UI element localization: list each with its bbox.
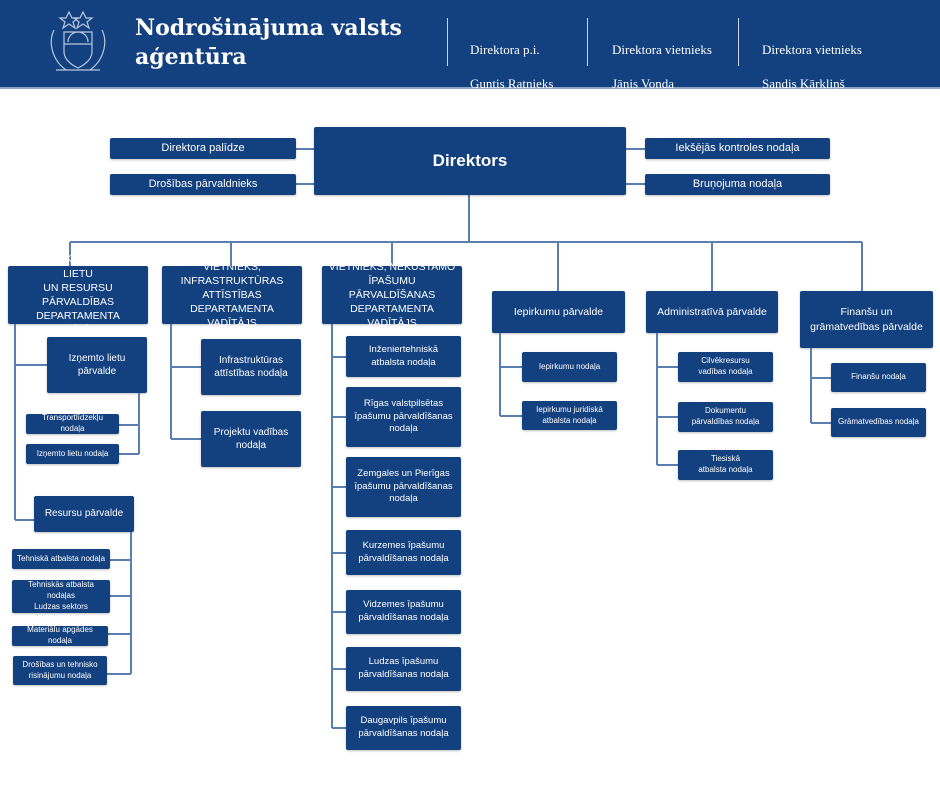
unit-box: Tiesiskā atbalsta nodaļa — [678, 450, 773, 480]
header-divider — [738, 18, 739, 66]
header-divider — [587, 18, 588, 66]
connector-line — [331, 324, 333, 728]
connector-line — [138, 393, 140, 454]
connector-line — [861, 242, 863, 291]
agency-title: Nodrošinājuma valsts aģentūra — [135, 15, 402, 70]
unit-box: Daugavpils īpašumu pārvaldīšanas nodaļa — [346, 706, 461, 750]
connector-line — [119, 424, 139, 426]
connector-line — [110, 595, 131, 597]
unit-box: Ludzas īpašumu pārvaldīšanas nodaļa — [346, 647, 461, 691]
connector-line — [391, 242, 393, 266]
connector-line — [69, 242, 71, 266]
connector-line — [171, 438, 201, 440]
connector-line — [70, 241, 862, 243]
unit-box: Finanšu nodaļa — [831, 363, 926, 392]
division-box: Resursu pārvalde — [34, 496, 134, 532]
connector-line — [626, 183, 645, 185]
department-box: VIETNIEKS, IZŅEMTO LIETU UN RESURSU PĀRV… — [8, 253, 148, 336]
header-person-2: Direktora vietnieks Jānis Vonda — [612, 24, 712, 109]
staff-box: Bruņojuma nodaļa — [645, 174, 830, 195]
connector-line — [468, 195, 470, 242]
connector-line — [626, 148, 645, 150]
staff-box: Drošības pārvaldnieks — [110, 174, 296, 195]
unit-box: Izņemto lietu nodaļa — [26, 444, 119, 464]
unit-box: Rīgas valstpilsētas īpašumu pārvaldīšana… — [346, 387, 461, 447]
staff-box: Direktora palīdze — [110, 138, 296, 159]
connector-line — [657, 464, 678, 466]
connector-line — [15, 364, 47, 366]
connector-line — [332, 551, 346, 554]
connector-line — [811, 376, 831, 379]
connector-line — [332, 355, 346, 358]
unit-box: Tehniskā atbalsta nodaļa — [12, 549, 110, 569]
header-divider — [447, 18, 448, 66]
staff-box: Iekšējās kontroles nodaļa — [645, 138, 830, 159]
connector-line — [332, 727, 346, 729]
unit-box: Transportlīdzekļu nodaļa — [26, 413, 119, 434]
person-role: Direktora p.i. — [470, 42, 540, 57]
unit-box: Materiālu apgādes nodaļa — [12, 625, 108, 646]
connector-line — [130, 532, 132, 674]
unit-box: Projektu vadības nodaļa — [201, 411, 301, 467]
connector-line — [15, 519, 34, 521]
connector-line — [108, 633, 131, 635]
connector-line — [230, 242, 232, 266]
connector-line — [811, 421, 831, 424]
connector-line — [332, 416, 346, 418]
unit-box: Dokumentu pārvaldības nodaļa — [678, 402, 773, 432]
connector-line — [171, 366, 201, 368]
connector-line — [110, 559, 131, 561]
connector-line — [332, 611, 346, 613]
unit-box: Zemgales un Pierīgas īpašumu pārvaldīšan… — [346, 457, 461, 517]
connector-line — [499, 333, 501, 416]
unit-box: Grāmatvedības nodaļa — [831, 408, 926, 437]
connector-line — [657, 416, 678, 418]
header-banner: Nodrošinājuma valsts aģentūra Direktora … — [0, 0, 940, 91]
connector-line — [711, 242, 713, 291]
connector-line — [107, 673, 131, 675]
connector-line — [170, 324, 172, 439]
department-box: VIETNIEKS, NEKUSTAMO ĪPAŠUMU PĀRVALDĪŠAN… — [322, 261, 462, 329]
connector-line — [657, 366, 678, 368]
unit-box: Inženiertehniskā atbalsta nodaļa — [346, 336, 461, 377]
coat-of-arms-icon — [50, 10, 106, 71]
connector-line — [296, 183, 314, 185]
director-box: Direktors — [314, 127, 626, 195]
unit-box: Infrastruktūras attīstības nodaļa — [201, 339, 301, 395]
connector-line — [119, 453, 139, 455]
division-box: Izņemto lietu pārvalde — [47, 337, 147, 393]
person-role: Direktora vietnieks — [762, 42, 862, 57]
department-box: VIETNIEKS, INFRASTRUKTŪRAS ATTĪSTĪBAS DE… — [162, 261, 302, 329]
unit-box: Tehniskās atbalsta nodaļas Ludzas sektor… — [12, 580, 110, 613]
department-box: Administratīvā pārvalde — [646, 291, 778, 333]
connector-line — [500, 366, 522, 368]
header-person-1: Direktora p.i. Guntis Ratnieks — [470, 24, 553, 109]
connector-line — [557, 242, 559, 291]
unit-box: Iepirkumu nodaļa — [522, 352, 617, 382]
department-box: Iepirkumu pārvalde — [492, 291, 625, 333]
unit-box: Drošības un tehnisko risinājumu nodaļa — [13, 656, 107, 685]
connector-line — [500, 414, 522, 417]
header-person-3: Direktora vietnieks Sandis Kārkliņš — [762, 24, 862, 109]
department-box: Finanšu un grāmatvedības pārvalde — [800, 291, 933, 348]
person-name: Sandis Kārkliņš — [762, 76, 845, 91]
connector-line — [810, 348, 812, 423]
unit-box: Cilvēkresursu vadības nodaļa — [678, 352, 773, 382]
person-name: Guntis Ratnieks — [470, 76, 554, 91]
connector-line — [332, 486, 346, 488]
person-name: Jānis Vonda — [612, 76, 674, 91]
unit-box: Iepirkumu juridiskā atbalsta nodaļa — [522, 401, 617, 430]
person-role: Direktora vietnieks — [612, 42, 712, 57]
connector-line — [656, 333, 658, 465]
unit-box: Kurzemes īpašumu pārvaldīšanas nodaļa — [346, 530, 461, 575]
connector-line — [14, 324, 16, 520]
connector-line — [332, 668, 346, 670]
unit-box: Vidzemes īpašumu pārvaldīšanas nodaļa — [346, 590, 461, 634]
connector-line — [296, 148, 314, 150]
